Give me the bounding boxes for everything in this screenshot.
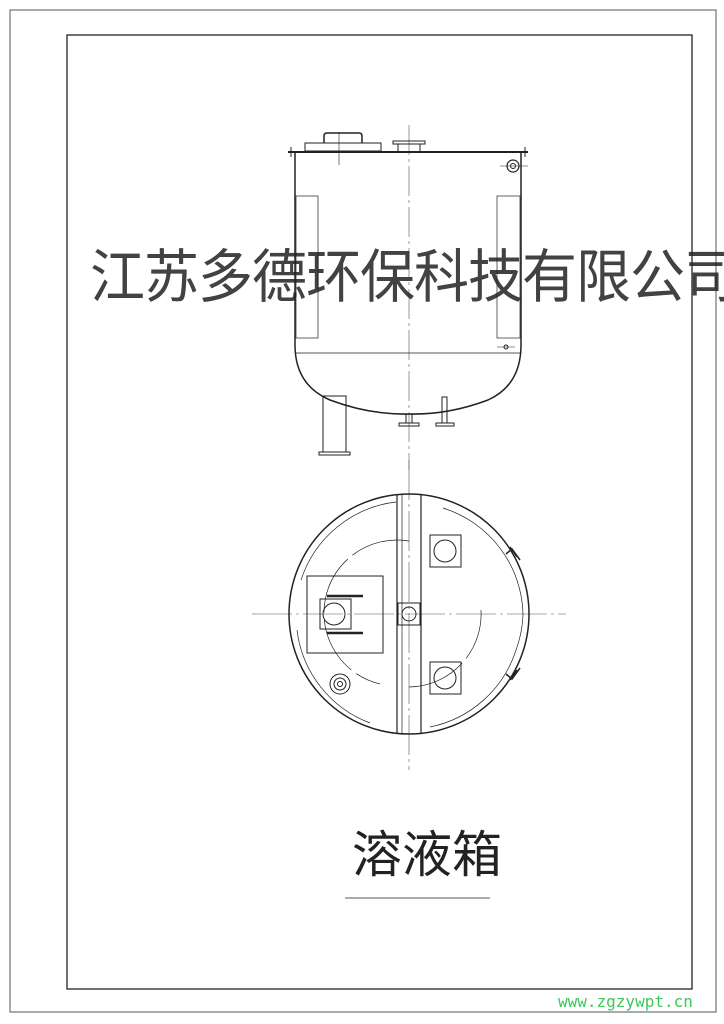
outlet-flange-right	[435, 422, 455, 427]
side-lug-top	[505, 546, 521, 561]
baffle-left	[295, 195, 319, 339]
tank-outer-circle	[288, 493, 530, 735]
outlet-pipe-right	[441, 396, 448, 424]
agitator-platform	[306, 575, 384, 654]
agitator-circle	[323, 539, 410, 685]
nozzle-circle-top	[433, 539, 457, 563]
leg-base-plate	[318, 451, 351, 456]
center-shaft	[401, 606, 417, 622]
motor-circle	[322, 602, 346, 626]
nozzle-square-bottom	[429, 661, 462, 695]
side-lug-bottom	[505, 667, 521, 681]
inner-rim-arc	[300, 501, 397, 581]
outer-border	[9, 9, 717, 1013]
top-view	[252, 460, 566, 770]
nozzle-circle-bottom	[433, 666, 457, 690]
manhole-lid	[304, 142, 382, 152]
front-view	[288, 125, 528, 470]
company-name-watermark: 江苏多德环保科技有限公司	[90, 243, 724, 311]
motor-base	[319, 598, 352, 630]
center-bearing	[397, 602, 421, 626]
inlet-outer	[329, 673, 351, 695]
site-watermark: www.zgzywpt.cn	[558, 992, 693, 1011]
outlet-flange-center	[398, 422, 420, 427]
drawing-frame	[66, 34, 693, 990]
baffle-right	[496, 195, 521, 339]
nozzle-top	[397, 143, 421, 153]
lid-handle	[323, 132, 363, 143]
nozzle-square-top	[429, 534, 462, 568]
drawing-title: 溶液箱	[352, 826, 502, 884]
